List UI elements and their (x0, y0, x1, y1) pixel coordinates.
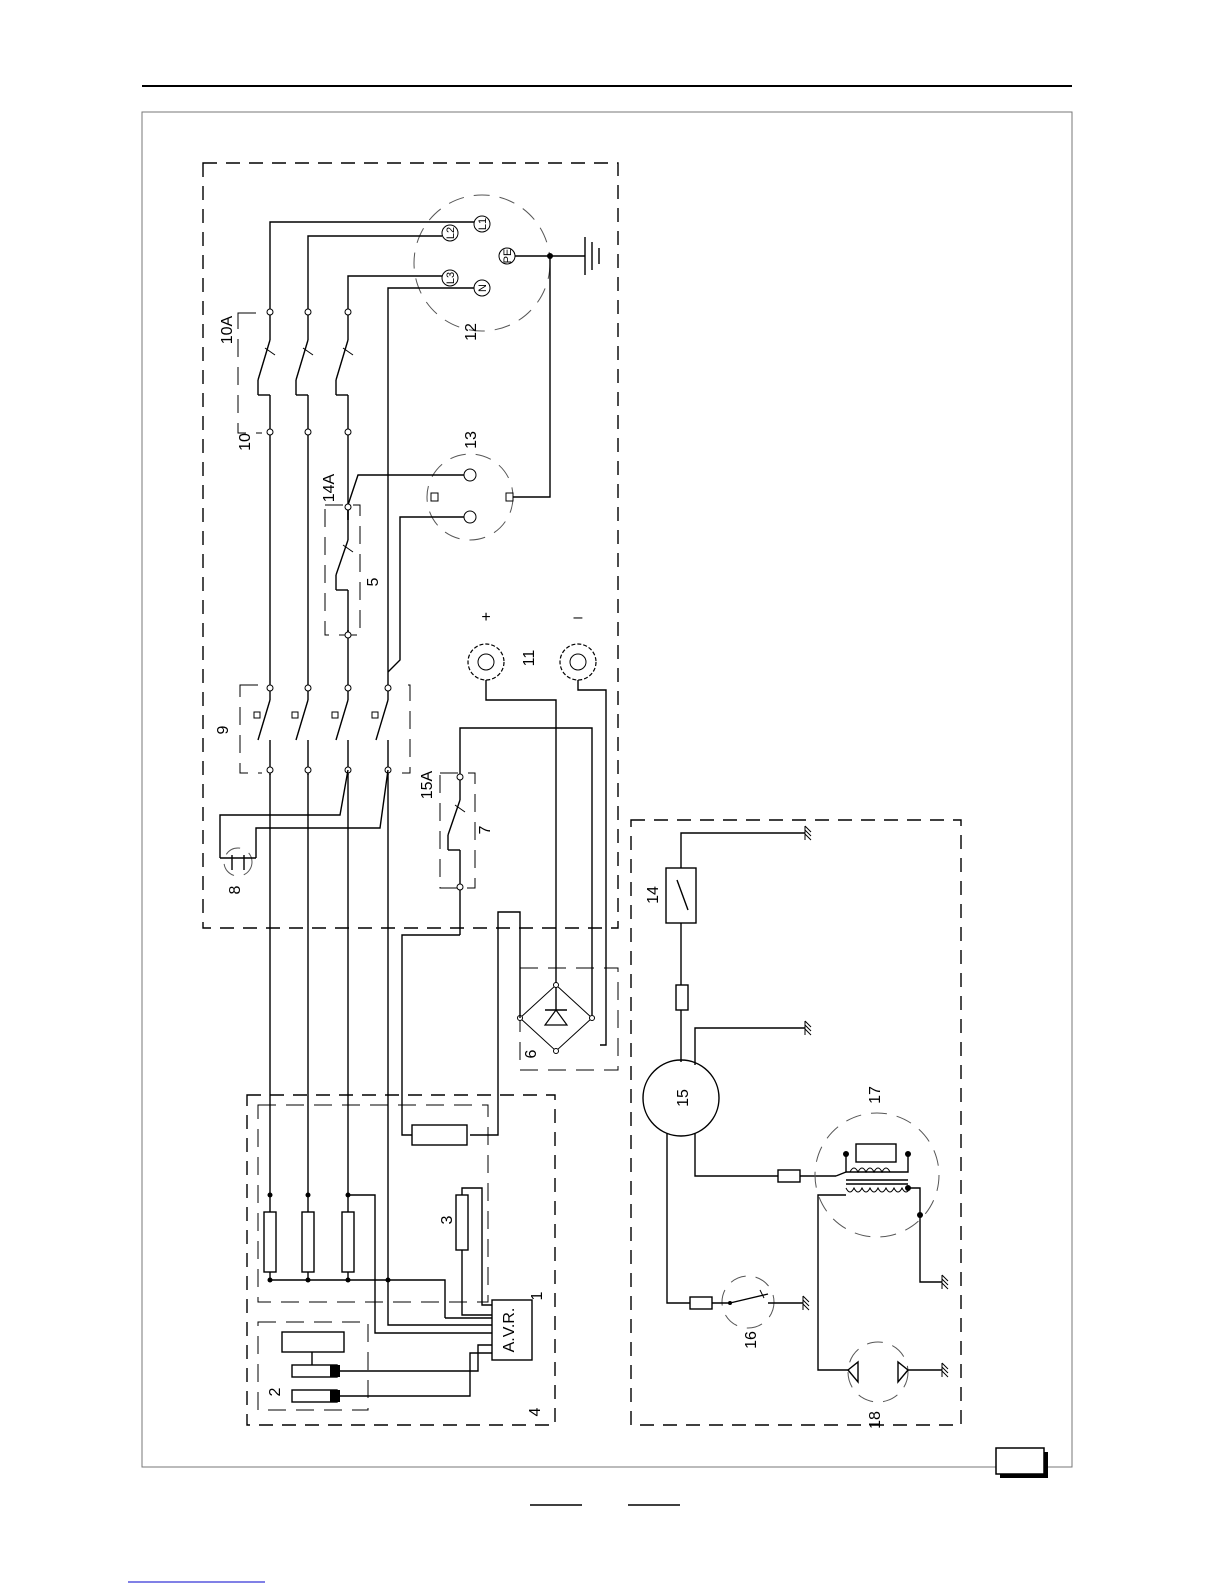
dc-winding (412, 1125, 467, 1145)
indicator-lamp (220, 770, 388, 876)
alternator-enclosure (247, 1095, 555, 1425)
label-14: 14 (645, 886, 662, 904)
label-15a: 15A (419, 770, 436, 799)
exciter (282, 1332, 492, 1402)
winding-enclosure (258, 1105, 488, 1302)
label-14a: 14A (321, 473, 338, 502)
label-6: 6 (523, 1049, 540, 1058)
stator-windings (264, 1193, 492, 1334)
breaker-14a (336, 504, 358, 638)
label-1: 1 (529, 1291, 546, 1300)
page-number-box (996, 1448, 1044, 1474)
key-switch (666, 826, 811, 985)
avr-label: A.V.R. (501, 1308, 518, 1353)
fuse-2 (778, 1170, 800, 1182)
label-5: 5 (365, 577, 382, 586)
three-phase-socket: L1 L2 L3 N PE (414, 195, 550, 331)
label-4: 4 (527, 1407, 544, 1416)
dc-terminal-plus: + (468, 609, 504, 680)
bridge-rectifier (402, 912, 595, 1135)
dc-plus-symbol: + (481, 609, 490, 626)
label-15: 15 (675, 1089, 692, 1107)
breaker-10 (258, 300, 382, 440)
dc-terminal-minus: – (560, 609, 596, 680)
label-17: 17 (867, 1086, 884, 1104)
ignition-gap (848, 1342, 942, 1402)
earth-ground-icon (515, 237, 599, 275)
socket-pin-l2: L2 (445, 227, 457, 239)
label-16: 16 (743, 1331, 760, 1349)
socket-pin-pe: PE (502, 249, 514, 264)
avr-unit: A.V.R. (388, 1280, 532, 1360)
dc-minus-symbol: – (574, 609, 583, 626)
aux-winding (456, 1188, 492, 1315)
socket-pin-l1: L1 (477, 218, 489, 230)
engine-enclosure (631, 820, 961, 1425)
label-3: 3 (439, 1215, 456, 1224)
label-18: 18 (867, 1411, 884, 1429)
charging-coil (815, 1113, 942, 1370)
fuse-1 (676, 985, 688, 1010)
label-8: 8 (227, 885, 244, 894)
socket-pin-l3: L3 (445, 272, 457, 284)
oil-pressure-switch (712, 1276, 803, 1328)
label-9: 9 (215, 725, 232, 734)
fuse-3 (690, 1297, 712, 1309)
label-7: 7 (477, 825, 494, 834)
label-10: 10 (237, 433, 254, 451)
schuko-socket (427, 256, 550, 540)
label-2: 2 (267, 1387, 284, 1396)
label-10a: 10A (219, 315, 236, 344)
label-11: 11 (521, 650, 538, 667)
socket-pin-n: N (477, 284, 489, 292)
label-13: 13 (463, 431, 480, 449)
label-12: 12 (463, 323, 480, 341)
breaker-9 (254, 682, 402, 775)
